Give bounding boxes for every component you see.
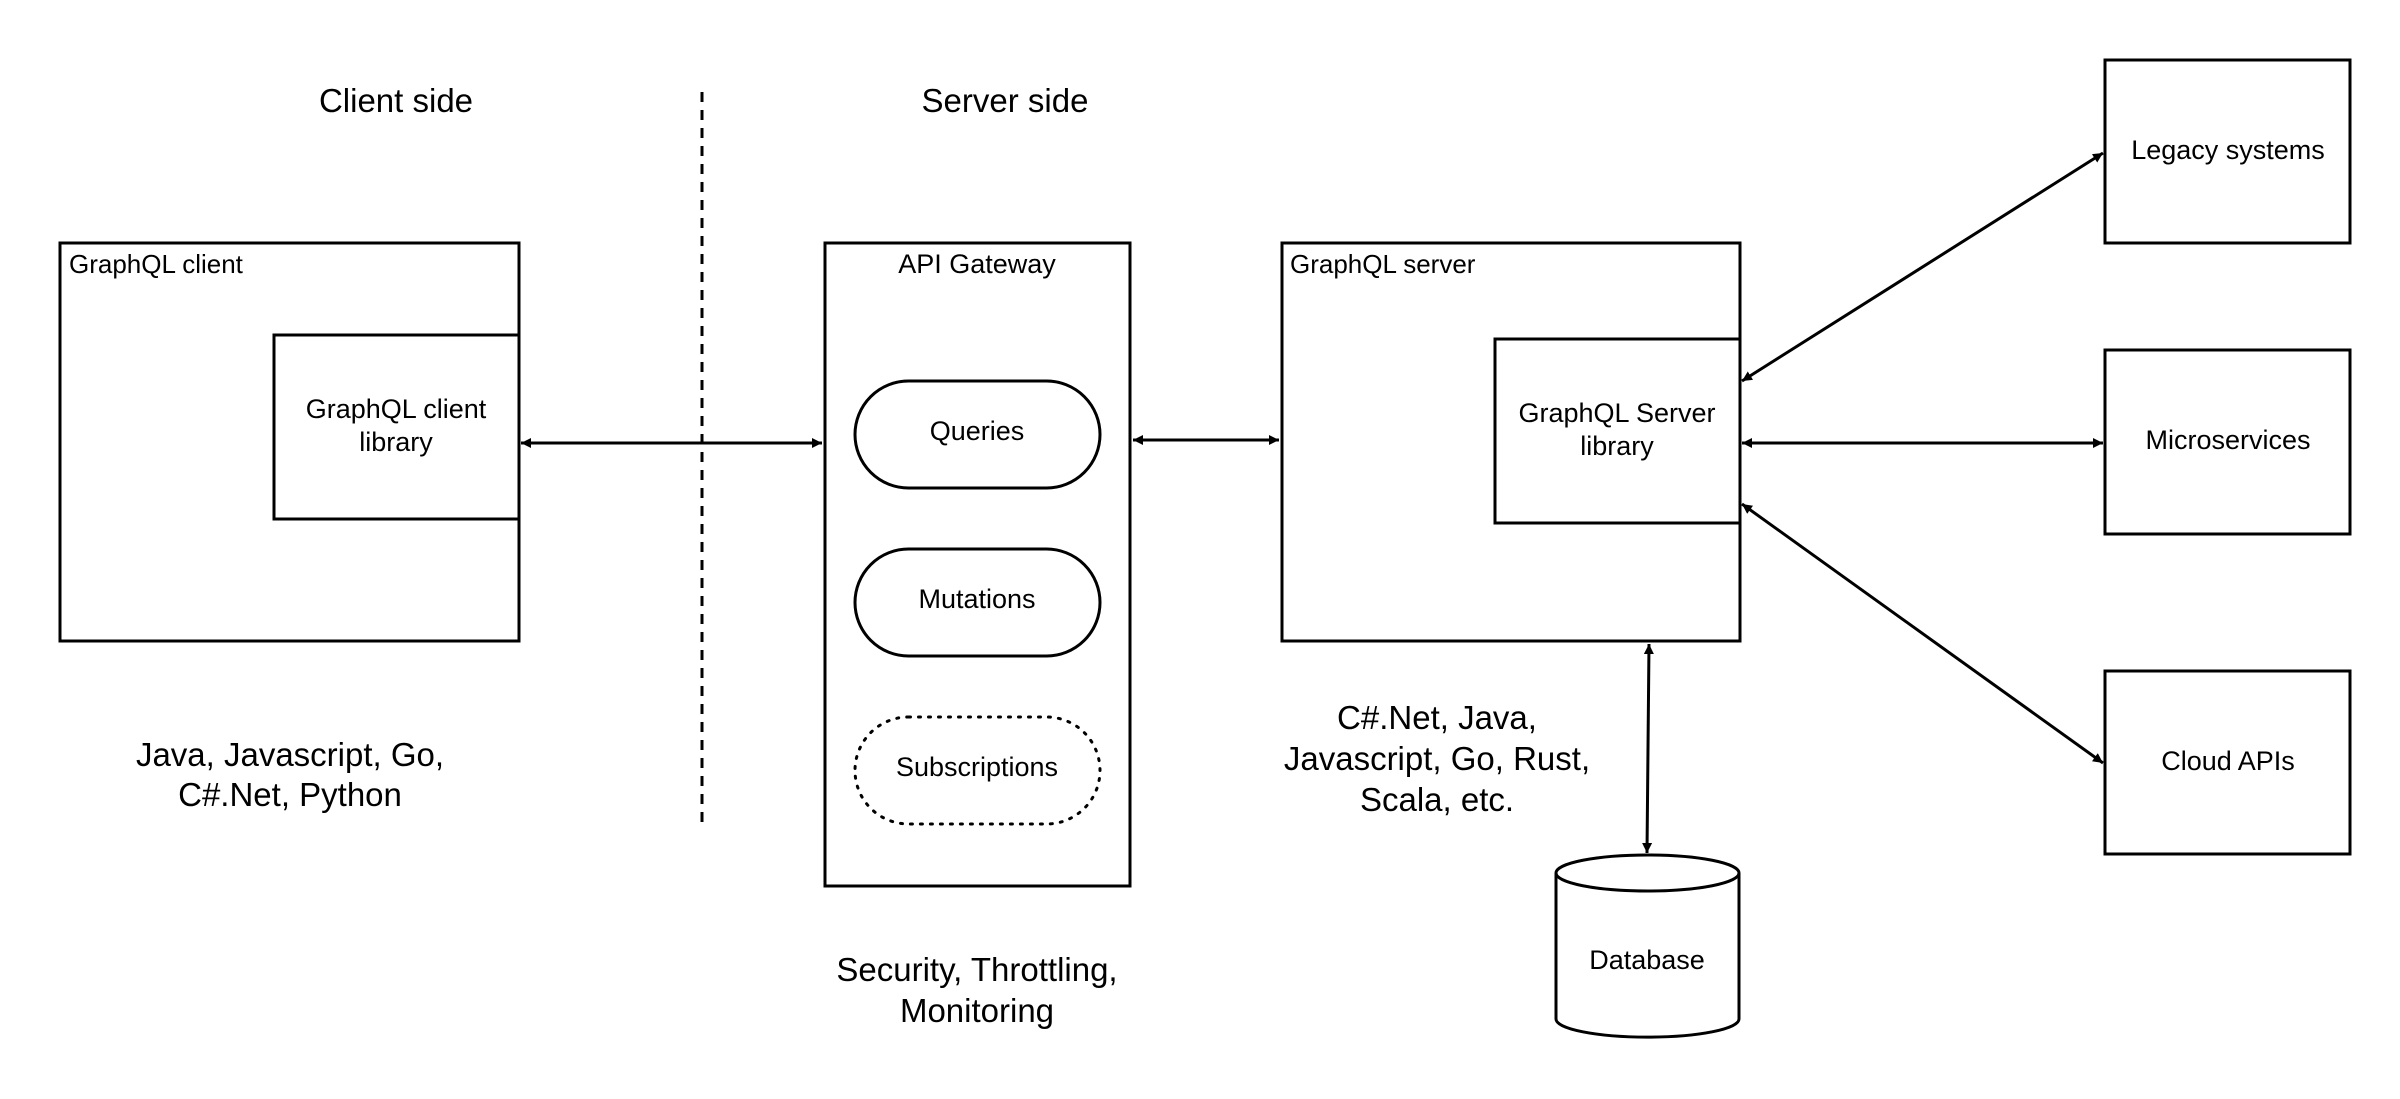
server-languages-line2: Javascript, Go, Rust,	[1284, 740, 1590, 777]
database-label: Database	[1589, 945, 1705, 975]
gateway-notes-line1: Security, Throttling,	[836, 951, 1117, 988]
database-cylinder: Database	[1554, 853, 1741, 1039]
edge-server-cloud	[1741, 502, 2104, 765]
graphql-client-library-box: GraphQL client library	[272, 333, 521, 521]
graphql-server-library-box: GraphQL Server library	[1493, 337, 1742, 525]
mutations-label: Mutations	[918, 584, 1035, 614]
server-languages-line3: Scala, etc.	[1360, 781, 1514, 818]
edge-server-legacy	[1741, 151, 2104, 383]
server-side-heading: Server side	[922, 82, 1089, 119]
api-gateway-title: API Gateway	[898, 249, 1056, 279]
graphql-server-title: GraphQL server	[1290, 249, 1476, 279]
graphql-client-box: GraphQL client	[58, 241, 521, 643]
queries-node: Queries	[853, 379, 1102, 490]
subscriptions-label: Subscriptions	[896, 752, 1058, 782]
cloud-apis-box: Cloud APIs	[2103, 669, 2352, 856]
client-languages-line1: Java, Javascript, Go,	[136, 736, 444, 773]
edge-server-database	[1642, 643, 1654, 854]
graphql-server-library-label-line1: GraphQL Server	[1518, 398, 1715, 428]
microservices-label: Microservices	[2145, 425, 2310, 455]
subscriptions-node: Subscriptions	[853, 715, 1102, 826]
api-gateway-box: API Gateway	[823, 241, 1132, 888]
graphql-server-box: GraphQL server	[1280, 241, 1742, 643]
legacy-systems-box: Legacy systems	[2103, 58, 2352, 245]
client-languages-line2: C#.Net, Python	[178, 776, 402, 813]
server-languages-line1: C#.Net, Java,	[1337, 699, 1537, 736]
gateway-notes-line2: Monitoring	[900, 992, 1054, 1029]
mutations-node: Mutations	[853, 547, 1102, 658]
graphql-client-library-label-line2: library	[359, 427, 433, 457]
queries-label: Queries	[930, 416, 1025, 446]
graphql-client-title: GraphQL client	[69, 249, 244, 279]
cloud-apis-label: Cloud APIs	[2161, 746, 2295, 776]
graphql-client-library-label-line1: GraphQL client	[306, 394, 487, 424]
graphql-server-library-label-line2: library	[1580, 431, 1654, 461]
client-side-heading: Client side	[319, 82, 473, 119]
microservices-box: Microservices	[2103, 348, 2352, 536]
legacy-systems-label: Legacy systems	[2131, 135, 2325, 165]
